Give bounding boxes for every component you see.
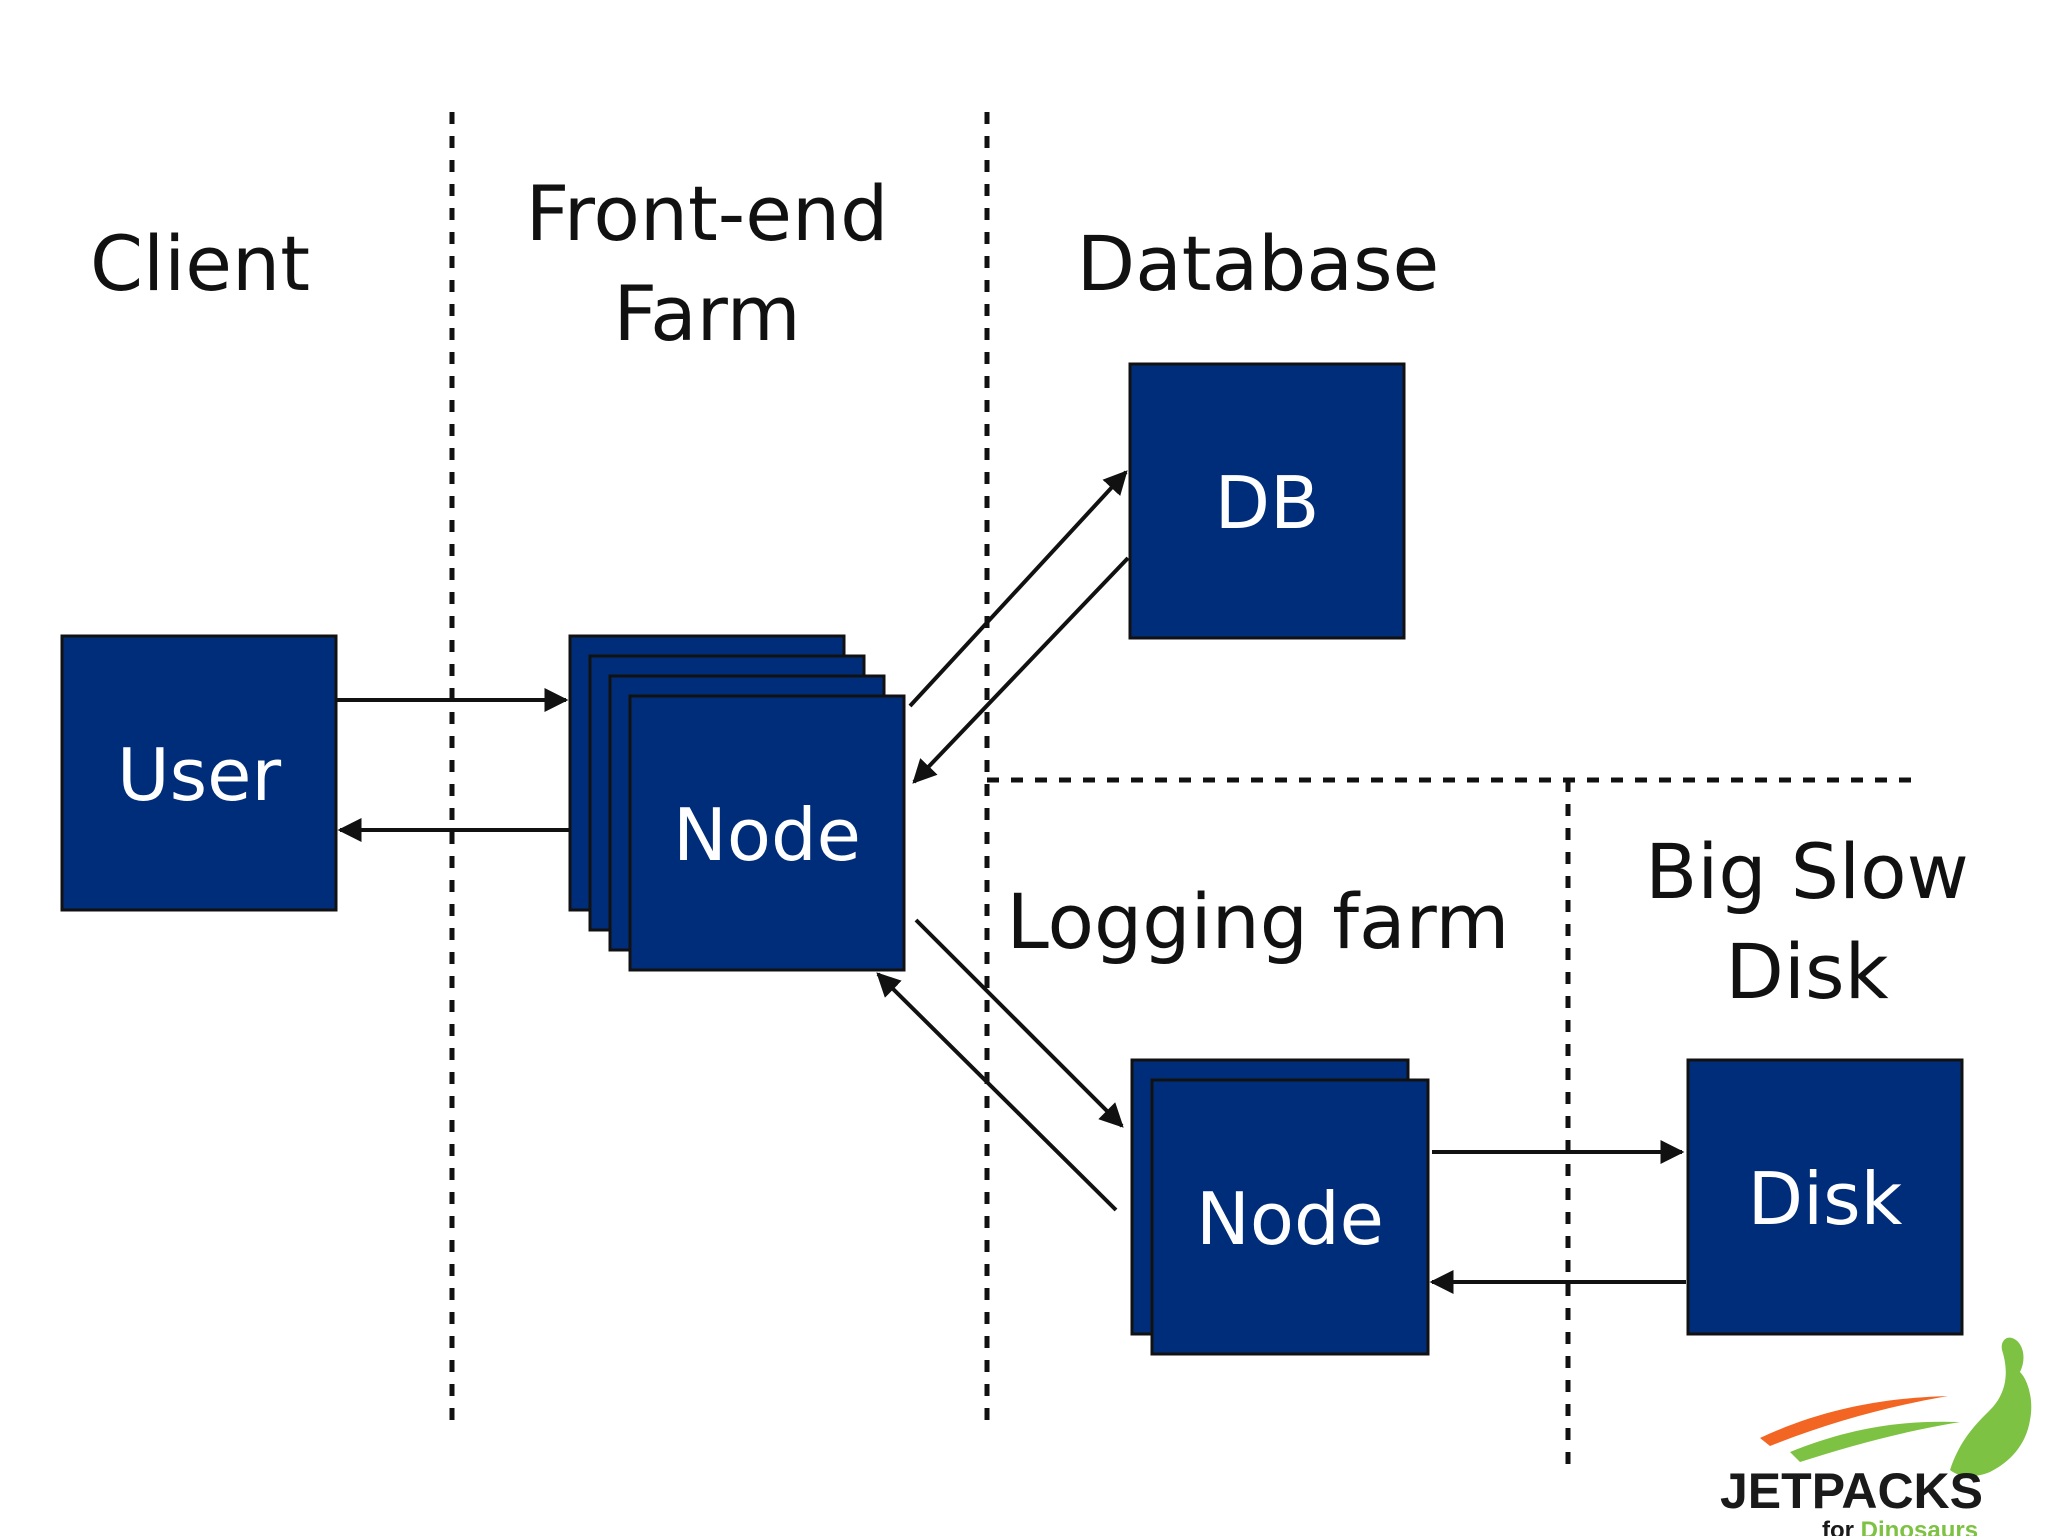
disk-label: Disk [1748,1157,1903,1241]
user-label: User [117,733,282,817]
arrow-db-to-frontend [912,556,1130,784]
zone-label-database: Database [1077,219,1440,308]
logo-swoosh-orange [1760,1396,1948,1446]
logo-dinosaur-icon [1950,1337,2032,1477]
arrow-logging-to-frontend [876,972,1118,1212]
logo-tagline: for Dinosaurs [1822,1517,1978,1536]
zone-label-bigslow-line1: Big Slow [1645,827,1969,916]
db-label: DB [1215,461,1320,545]
zone-label-logging: Logging farm [1007,877,1510,966]
frontend-node-box [628,694,906,972]
zone-label-client: Client [90,219,310,308]
logo-wordmark: JETPACKS [1720,1463,1983,1519]
logging-node-box [1150,1078,1430,1356]
logging-node-label: Node [1196,1177,1384,1261]
zone-label-frontend-line1: Front-end [526,169,889,258]
disk-box [1686,1058,1964,1336]
zone-label-frontend-line2: Farm [613,269,800,358]
arrow-frontend-to-db [908,470,1128,708]
jetpacks-logo: JETPACKS for Dinosaurs [1720,1337,2032,1536]
logo-swoosh-green [1790,1421,1960,1462]
zone-label-bigslow-line2: Disk [1725,927,1888,1016]
frontend-node-label: Node [673,793,861,877]
db-box [1128,362,1406,640]
logo-tagline-prefix: for [1822,1517,1854,1536]
arrow-frontend-to-logging [914,918,1124,1128]
user-box [60,634,338,912]
logo-tagline-word: Dinosaurs [1861,1517,1978,1536]
